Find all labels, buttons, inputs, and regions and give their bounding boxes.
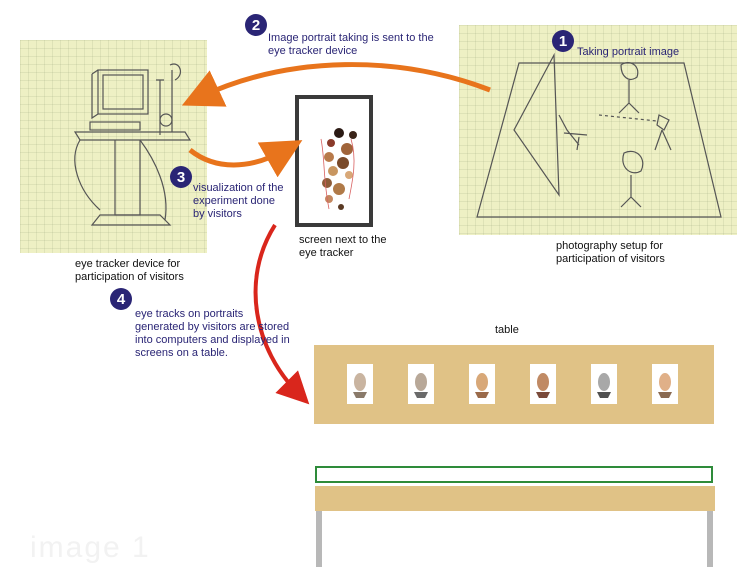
watermark: image 1 [30, 531, 151, 564]
table-top-view [314, 345, 714, 424]
step-2-badge: 2 [245, 14, 267, 36]
step-4-text: eye tracks on portraits generated by vis… [135, 308, 290, 359]
portrait-thumbnail [530, 364, 556, 404]
portrait-thumbnail [347, 364, 373, 404]
step-2-text: Image portrait taking is sent to the eye… [268, 32, 434, 57]
eye-tracker-sketch [73, 63, 192, 226]
portrait-thumbnail [408, 364, 434, 404]
photography-caption: photography setup for participation of v… [556, 240, 665, 265]
step-1-badge: 1 [552, 30, 574, 52]
step-3-text: visualization of the experiment done by … [193, 182, 284, 220]
portrait-thumbnail [652, 364, 678, 404]
arrow-photo-to-tracker [181, 62, 491, 107]
table-caption: table [495, 324, 519, 336]
table-top-outline [315, 466, 713, 483]
arrow-tracker-to-screen [188, 140, 303, 178]
step-1-text: Taking portrait image [577, 46, 680, 58]
step-3-badge: 3 [170, 166, 192, 188]
table-side-view [315, 486, 715, 511]
portrait-thumbnail [591, 364, 617, 404]
screen-portrait [320, 128, 357, 210]
screen-frame [295, 95, 373, 227]
table-leg-right [707, 511, 713, 567]
eye-tracker-caption: eye tracker device for participation of … [75, 258, 184, 283]
photography-panel [459, 25, 737, 235]
eye-tracker-panel [20, 40, 207, 253]
screen-caption: screen next to the eye tracker [299, 234, 387, 259]
portrait-thumbnail [469, 364, 495, 404]
photography-setup-sketch [476, 52, 722, 218]
arrow-screen-to-table [253, 223, 310, 405]
table-leg-left [316, 511, 322, 567]
step-4-badge: 4 [110, 288, 132, 310]
